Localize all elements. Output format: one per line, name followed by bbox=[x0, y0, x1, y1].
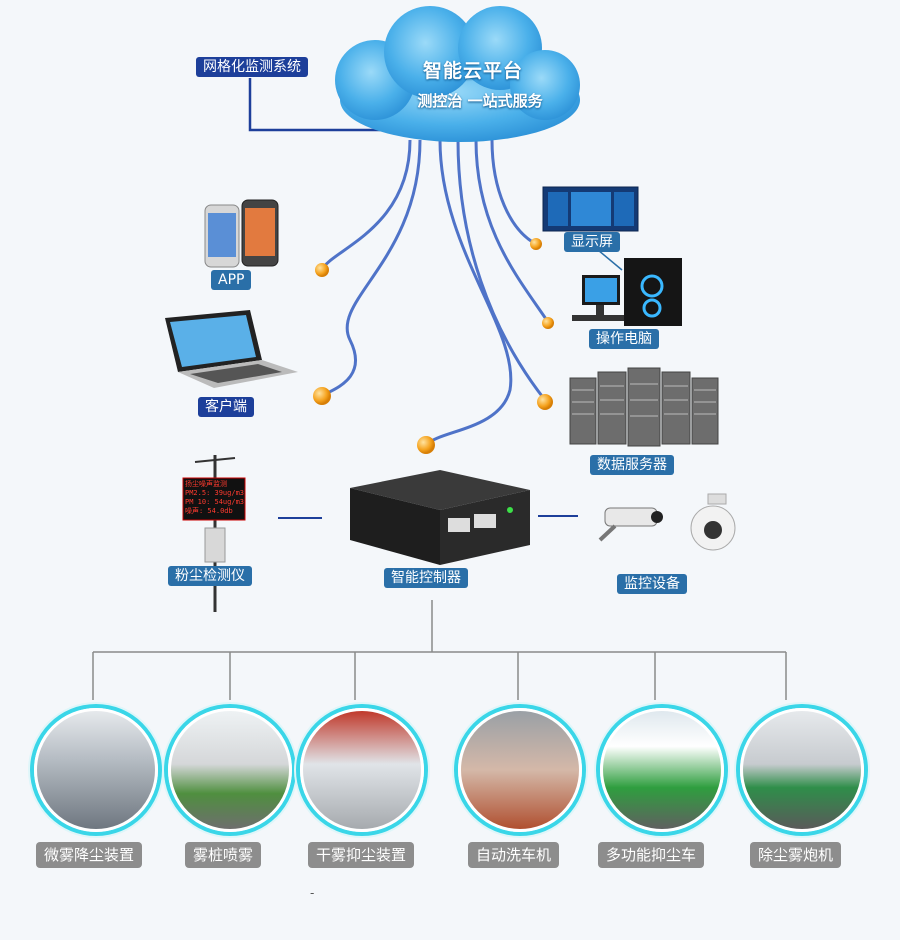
cable-client bbox=[321, 139, 422, 398]
client-label: 客户端 bbox=[198, 397, 254, 417]
display-pc-link bbox=[597, 249, 623, 271]
server-rack-icon bbox=[569, 367, 719, 447]
footer-mark: - bbox=[310, 886, 315, 900]
pc-icon bbox=[572, 258, 682, 326]
monitor-device-label: 监控设备 bbox=[617, 574, 687, 594]
cloud-cables bbox=[320, 139, 550, 447]
cable-pc bbox=[474, 139, 550, 323]
node-client bbox=[313, 387, 331, 405]
dust-screen-line: PM 10: 54ug/m3 bbox=[185, 498, 245, 506]
device-label-dry-fog: 干雾抑尘装置 bbox=[308, 842, 415, 868]
app-label: APP bbox=[211, 270, 252, 290]
device-label-fog-pile: 雾桩喷雾 bbox=[185, 842, 262, 868]
display-screen-icon bbox=[542, 186, 639, 232]
pc-label: 操作电脑 bbox=[589, 329, 659, 349]
grid-monitor-label: 网格化监测系统 bbox=[196, 57, 308, 77]
device-image-mist bbox=[34, 708, 158, 832]
controller-box-icon bbox=[350, 470, 530, 565]
dust-screen-line: 扬尘噪声监测 bbox=[185, 480, 227, 488]
device-label-mist: 微雾降尘装置 bbox=[36, 842, 143, 868]
server-label: 数据服务器 bbox=[590, 455, 674, 475]
dust-screen-line: 噪声: 54.0db bbox=[185, 507, 233, 515]
node-controller bbox=[417, 436, 435, 454]
dust-monitor-label: 粉尘检测仪 bbox=[168, 566, 252, 586]
distribution-tree bbox=[92, 600, 787, 700]
cloud-shape bbox=[335, 6, 580, 142]
cloud-subtitle: 测控治 一站式服务 bbox=[417, 92, 543, 110]
server-slot-lines bbox=[572, 383, 716, 417]
node-display bbox=[530, 238, 542, 250]
node-server bbox=[537, 394, 553, 410]
device-image-fog-pile bbox=[168, 708, 292, 832]
device-label-truck: 多功能抑尘车 bbox=[598, 842, 705, 868]
device-image-fog-cannon bbox=[740, 708, 864, 832]
controller-label: 智能控制器 bbox=[384, 568, 468, 588]
device-label-car-wash: 自动洗车机 bbox=[468, 842, 560, 868]
node-app bbox=[315, 263, 329, 277]
device-label-fog-cannon: 除尘雾炮机 bbox=[750, 842, 842, 868]
laptop-icon bbox=[165, 310, 298, 388]
dust-screen-text: 扬尘噪声监测 PM2.5: 39ug/m3 PM 10: 54ug/m3 噪声:… bbox=[185, 480, 245, 516]
cable-display bbox=[490, 139, 537, 246]
phone-icon bbox=[204, 199, 279, 268]
cable-server bbox=[456, 139, 547, 401]
display-label: 显示屏 bbox=[564, 232, 620, 252]
device-image-car-wash bbox=[458, 708, 582, 832]
camera-icons bbox=[598, 493, 736, 551]
grid-link-line bbox=[248, 78, 410, 132]
dust-screen-line: PM2.5: 39ug/m3 bbox=[185, 489, 245, 497]
cable-controller bbox=[424, 139, 513, 447]
device-image-truck bbox=[600, 708, 724, 832]
dust-monitor-icon bbox=[182, 455, 246, 612]
node-pc bbox=[542, 317, 554, 329]
cloud-title: 智能云平台 bbox=[422, 60, 523, 82]
cable-app bbox=[320, 139, 412, 271]
device-image-dry-fog bbox=[300, 708, 424, 832]
